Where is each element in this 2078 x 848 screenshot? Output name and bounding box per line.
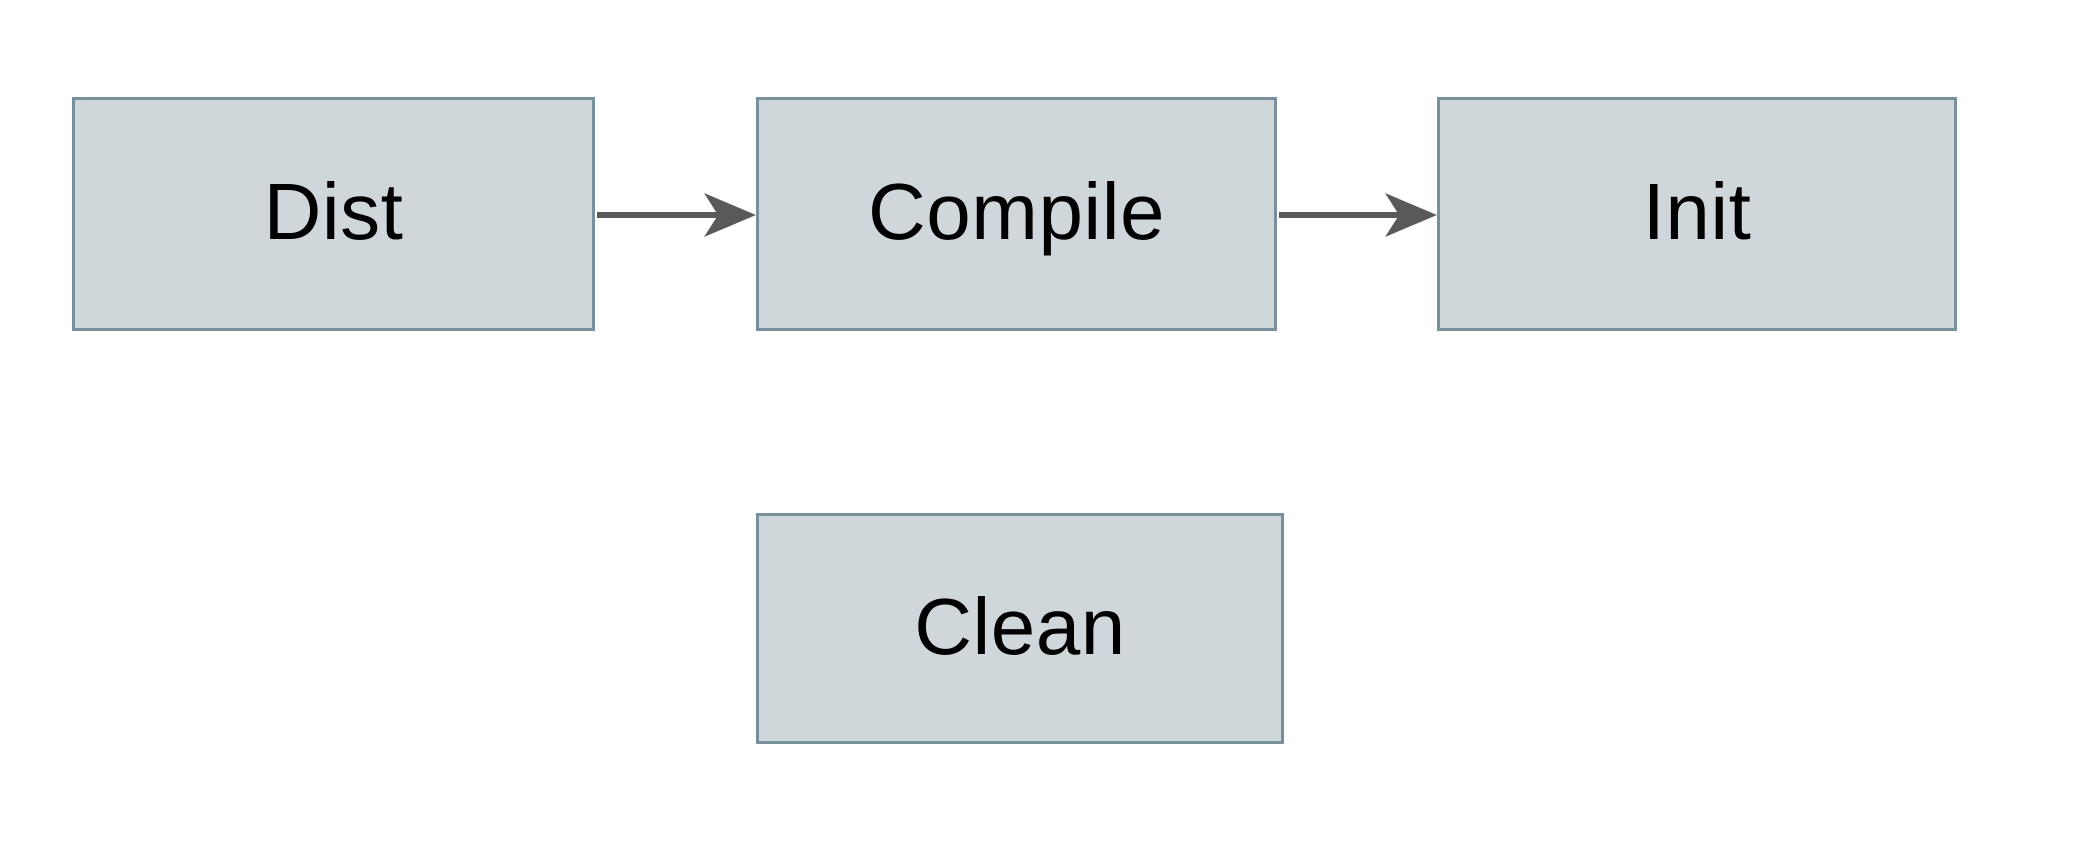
node-compile-label: Compile (868, 167, 1165, 256)
arrow-dist-to-compile-head-icon (704, 193, 756, 237)
node-clean: Clean (756, 513, 1284, 744)
node-clean-label: Clean (914, 581, 1126, 671)
node-dist: Dist (72, 97, 595, 331)
node-init: Init (1437, 97, 1957, 331)
node-compile: Compile (756, 97, 1277, 331)
node-init-label: Init (1642, 167, 1752, 256)
arrow-compile-to-init-head-icon (1385, 193, 1437, 237)
node-dist-label: Dist (263, 167, 404, 256)
arrow-compile-to-init (1279, 193, 1437, 237)
arrow-dist-to-compile (597, 193, 756, 237)
